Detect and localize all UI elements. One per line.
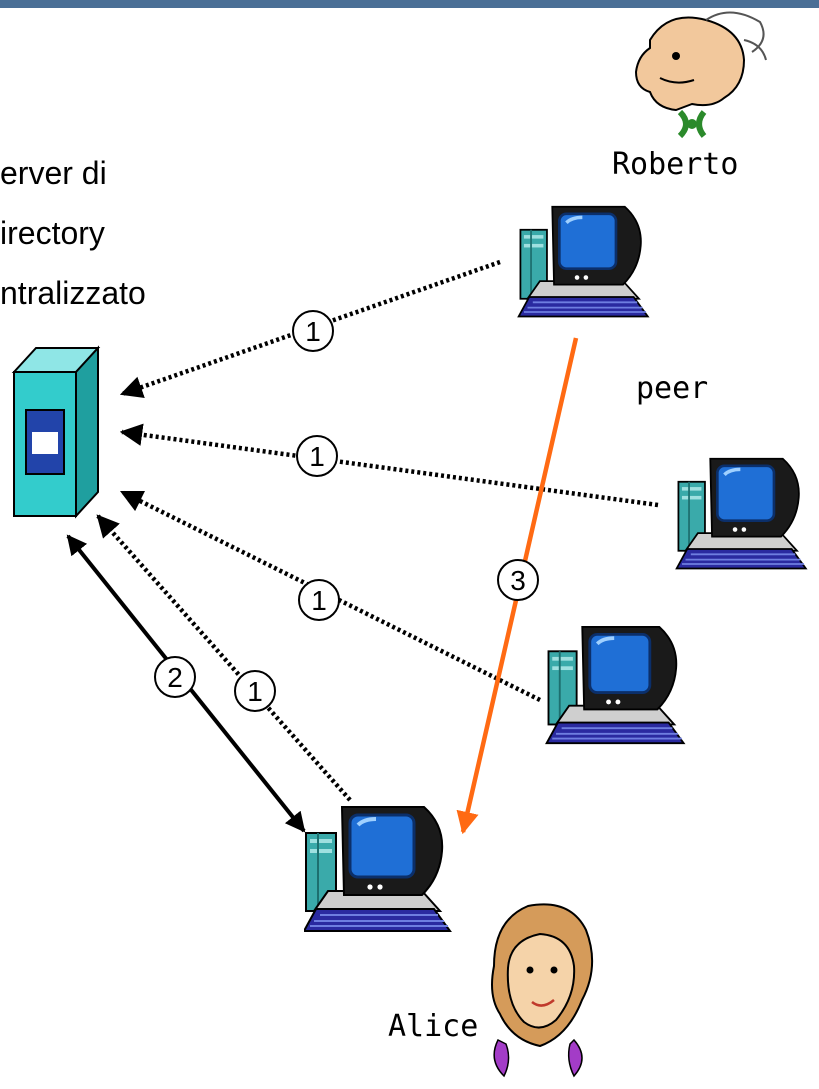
step-badge-peer-right: 1 — [296, 435, 338, 477]
server-label-line-3: ntralizzato — [0, 275, 146, 311]
step-badge-peer-middle: 1 — [298, 579, 340, 621]
step-badge-query: 2 — [154, 656, 196, 698]
peer-label: peer — [636, 371, 708, 406]
directory-server-icon — [11, 345, 101, 519]
step-badges: 1 1 1 1 2 3 — [154, 310, 539, 712]
svg-text:2: 2 — [167, 662, 183, 693]
svg-text:1: 1 — [305, 316, 321, 347]
server-label-line-1: erver di — [0, 155, 107, 191]
register-arrow-peer-right — [119, 423, 659, 508]
pc-peer-middle-icon — [544, 625, 686, 746]
server-label: erver di irectory ntralizzato — [0, 155, 146, 311]
svg-text:1: 1 — [309, 441, 325, 472]
step-badge-roberto: 1 — [292, 310, 334, 352]
server-label-line-2: irectory — [0, 215, 105, 251]
svg-text:1: 1 — [311, 585, 327, 616]
pc-roberto-icon — [516, 205, 650, 319]
register-arrow-alice — [96, 514, 352, 802]
alice-label: Alice — [388, 1009, 478, 1044]
pc-peer-right-icon — [674, 457, 808, 571]
svg-text:3: 3 — [510, 565, 526, 596]
roberto-label: Roberto — [612, 147, 738, 182]
roberto-avatar — [628, 8, 773, 158]
step-badge-transfer: 3 — [497, 559, 539, 601]
step-badge-alice-register: 1 — [234, 670, 276, 712]
header-bar — [0, 0, 819, 8]
svg-text:1: 1 — [247, 676, 263, 707]
arrows — [66, 259, 659, 835]
pc-alice-icon — [304, 805, 452, 933]
alice-avatar — [491, 903, 594, 1078]
